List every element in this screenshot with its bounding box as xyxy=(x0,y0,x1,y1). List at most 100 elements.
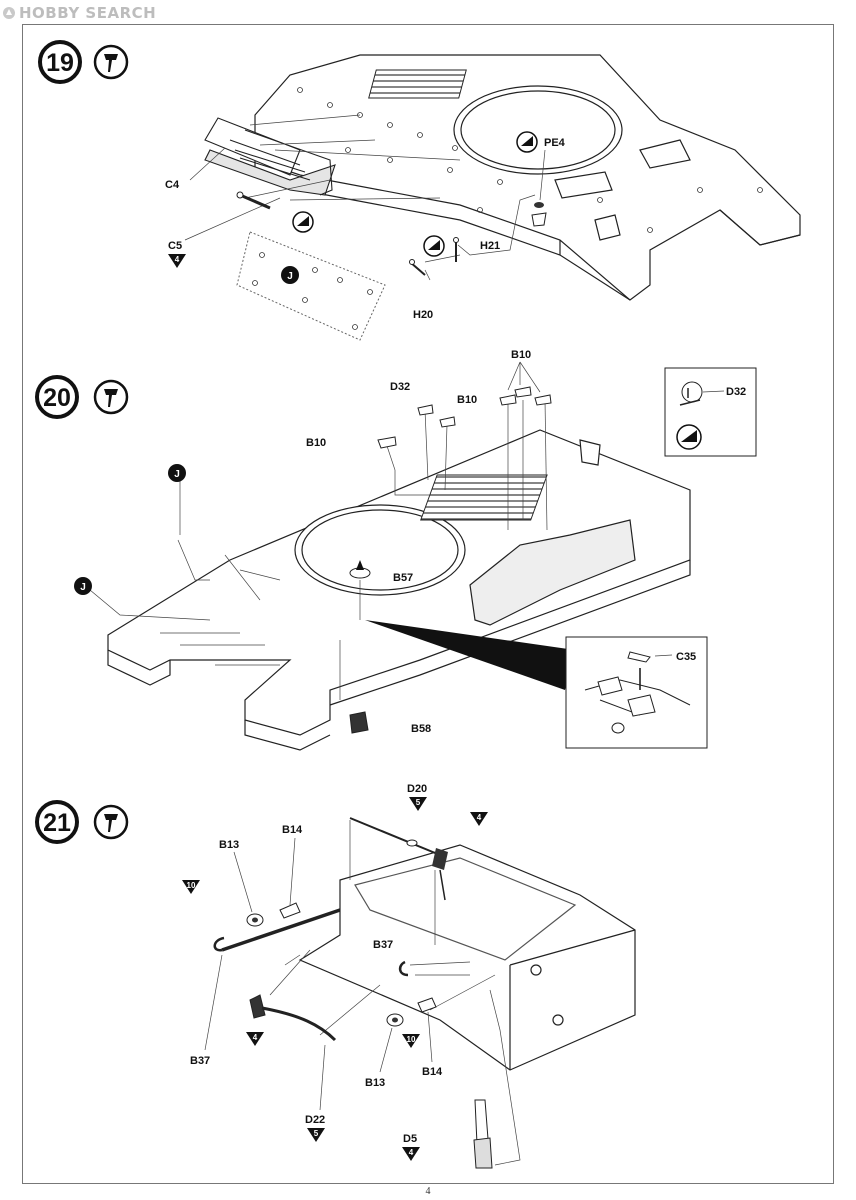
label-d20: D20 xyxy=(407,783,427,795)
label-inset-d32: D32 xyxy=(726,386,746,398)
part-b13-a xyxy=(246,913,264,927)
label-d32: D32 xyxy=(390,381,410,393)
qty-badge-d22 xyxy=(307,1128,325,1142)
step-20-number: 20 xyxy=(43,384,71,412)
part-b37-crowbar xyxy=(213,908,341,952)
label-c5: C5 xyxy=(168,240,182,252)
label-qty-4-b: 4 xyxy=(253,1033,258,1042)
view-direction-icon-19b xyxy=(516,131,538,153)
b37-a-leader xyxy=(204,954,223,1051)
page-number: 4 xyxy=(425,1186,431,1197)
step-21: 21 D20 5 4 xyxy=(35,783,636,1169)
step-21-number: 21 xyxy=(43,809,71,837)
part-b13-b xyxy=(386,1013,404,1027)
label-c5-qty: 4 xyxy=(175,255,180,264)
part-b57 xyxy=(349,560,371,579)
d22-leader xyxy=(319,1044,326,1111)
part-h20 xyxy=(409,259,426,276)
part-pe4 xyxy=(531,202,547,227)
label-ref-j-b: J xyxy=(80,582,86,593)
label-b37-b: B37 xyxy=(373,939,393,951)
part-b37-hook xyxy=(398,960,409,977)
qty-badge-4-b xyxy=(246,1032,264,1046)
cement-glue-icon xyxy=(93,379,129,415)
label-b37-a: B37 xyxy=(190,1055,210,1067)
label-b13-b: B13 xyxy=(365,1077,385,1089)
watermark-text: HOBBY SEARCH xyxy=(19,4,157,22)
b13-b14-leaders xyxy=(233,837,296,913)
label-c4: C4 xyxy=(165,179,180,191)
label-d5-qty: 4 xyxy=(409,1148,414,1157)
qty-badge-10-b xyxy=(402,1034,420,1048)
part-b10-clips xyxy=(377,386,552,449)
step-20-badge xyxy=(35,375,79,419)
detail-callout-wedge xyxy=(365,620,575,690)
view-direction-icon-20 xyxy=(676,424,702,450)
part-h21 xyxy=(453,237,459,262)
label-h21: H21 xyxy=(480,240,500,252)
label-d20-qty: 5 xyxy=(416,798,421,807)
label-qty-10-b: 10 xyxy=(407,1035,416,1044)
ref-j-dashed-panel xyxy=(236,231,386,341)
part-c5-bar xyxy=(236,191,271,210)
label-inset-c35: C35 xyxy=(676,651,696,663)
label-d22-qty: 5 xyxy=(314,1129,319,1138)
label-b58: B58 xyxy=(411,723,431,735)
label-b57: B57 xyxy=(393,572,413,584)
rivet-dots-19 xyxy=(297,87,763,233)
inset-c35: C35 xyxy=(565,636,708,749)
leader-lines-20 xyxy=(89,399,548,700)
hobby-search-watermark: HOBBY SEARCH xyxy=(2,4,156,22)
watermark-logo-icon xyxy=(3,7,15,19)
b13-b14-b-leaders xyxy=(379,1011,433,1073)
inset-d32: D32 xyxy=(664,367,757,457)
cement-glue-icon xyxy=(93,804,129,840)
part-d22-shovel xyxy=(249,994,337,1042)
hull-deck-20 xyxy=(107,429,691,751)
b10-top-leaders xyxy=(507,361,541,393)
qty-badge-4-a xyxy=(470,812,488,826)
label-ref-j-a: J xyxy=(174,469,180,480)
pe4-leader xyxy=(539,149,546,201)
part-c4-rack xyxy=(204,117,336,196)
step-19: 19 xyxy=(38,40,801,341)
ref-j-badge-b: J xyxy=(74,577,92,595)
part-b14-a xyxy=(279,902,301,919)
label-pe4: PE4 xyxy=(544,137,566,149)
qty-badge-d20 xyxy=(409,797,427,811)
step-21-badge xyxy=(35,800,79,844)
qty-badge-c5 xyxy=(168,254,186,268)
label-b14-a: B14 xyxy=(282,824,303,836)
label-b14-b: B14 xyxy=(422,1066,443,1078)
label-b13-a: B13 xyxy=(219,839,239,851)
part-b14-b xyxy=(417,997,437,1013)
qty-badge-10-a xyxy=(182,880,200,894)
label-b10-mid: B10 xyxy=(457,394,477,406)
engine-grille-19 xyxy=(368,69,467,99)
part-d20-rod xyxy=(349,817,448,901)
ref-j-holes xyxy=(252,252,373,330)
step-19-badge xyxy=(38,40,82,84)
part-d5-axe xyxy=(473,1099,493,1169)
part-b58 xyxy=(349,711,369,734)
qty-badge-d5 xyxy=(402,1147,420,1161)
ref-j-badge xyxy=(281,266,299,284)
label-b10-left: B10 xyxy=(306,437,326,449)
label-ref-j: J xyxy=(287,271,293,282)
step-20: 20 xyxy=(35,349,757,751)
leader-lines-21 xyxy=(269,820,521,1166)
view-direction-icon-19a xyxy=(292,211,314,233)
label-d22: D22 xyxy=(305,1114,325,1126)
view-direction-icon-19c xyxy=(423,235,445,257)
label-qty-10-a: 10 xyxy=(187,881,196,890)
hull-deck-19 xyxy=(254,54,801,301)
page-frame xyxy=(22,24,834,1184)
label-h20: H20 xyxy=(413,309,433,321)
label-b10-top: B10 xyxy=(511,349,531,361)
step-19-number: 19 xyxy=(46,49,74,77)
cement-glue-icon xyxy=(93,44,129,80)
label-d5: D5 xyxy=(403,1133,417,1145)
label-qty-4-a: 4 xyxy=(477,813,482,822)
ref-j-badge-a: J xyxy=(168,464,186,482)
